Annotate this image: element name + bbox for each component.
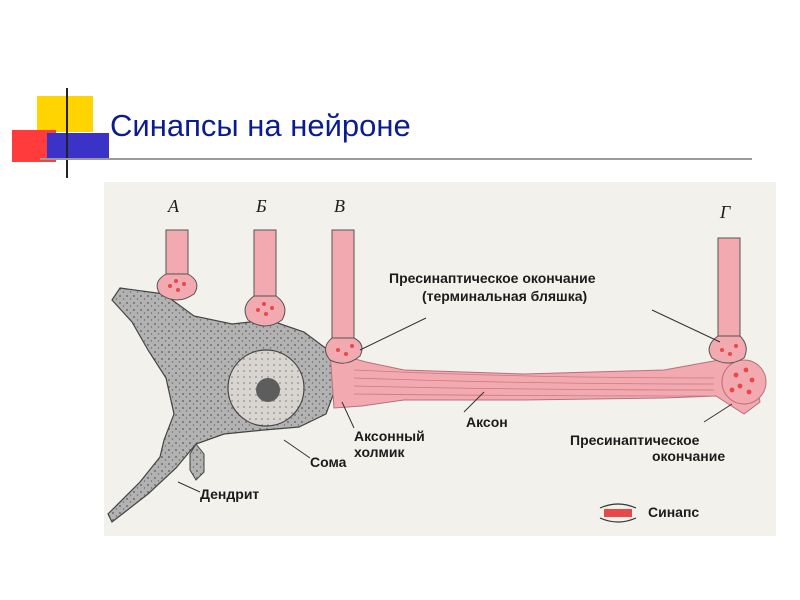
label-dendrite: Дендрит <box>200 486 260 502</box>
leader-presyn2 <box>703 403 733 423</box>
presynaptic-axon-v <box>325 229 363 364</box>
leader-soma <box>283 439 311 459</box>
presynaptic-axon-b <box>244 229 286 327</box>
label-synapse: Синапс <box>648 504 700 520</box>
page-title: Синапсы на нейроне <box>110 108 411 143</box>
dendrite-branch <box>189 443 205 481</box>
label-soma: Сома <box>310 454 347 470</box>
letter-g: Г <box>720 202 731 222</box>
presynaptic-axon-g <box>708 237 747 364</box>
letter-b: Б <box>256 196 267 216</box>
leader-presyn-g <box>651 309 721 343</box>
leader-presyn-v <box>359 317 427 351</box>
neuron-illustration <box>107 229 767 523</box>
label-terminal-plaque: (терминальная бляшка) <box>422 288 588 304</box>
label-axon-hillock-1: Аксонный <box>354 428 425 444</box>
letter-v: В <box>334 196 345 216</box>
nucleolus <box>256 378 280 402</box>
label-axon-hillock-2: холмик <box>354 444 405 460</box>
deco-yellow-square <box>37 96 93 132</box>
title-divider <box>40 158 752 160</box>
leader-hillock <box>341 401 355 429</box>
deco-vertical-line <box>66 88 68 178</box>
presynaptic-axon-a <box>156 229 198 301</box>
axon-terminal <box>721 359 767 405</box>
synapse-legend-icon <box>599 503 637 523</box>
deco-blue-square <box>47 133 109 159</box>
leader-dendrite <box>177 481 201 493</box>
neuron-diagram: А Б В Г Пресинаптическое окончание (терм… <box>104 182 776 536</box>
label-presynaptic-ending-2-line2: окончание <box>652 448 726 464</box>
label-presynaptic-ending: Пресинаптическое окончание <box>389 270 596 286</box>
leader-axon <box>463 391 485 413</box>
letter-a: А <box>168 196 179 216</box>
label-axon: Аксон <box>466 414 508 430</box>
label-presynaptic-ending-2-line1: Пресинаптическое <box>570 432 700 448</box>
